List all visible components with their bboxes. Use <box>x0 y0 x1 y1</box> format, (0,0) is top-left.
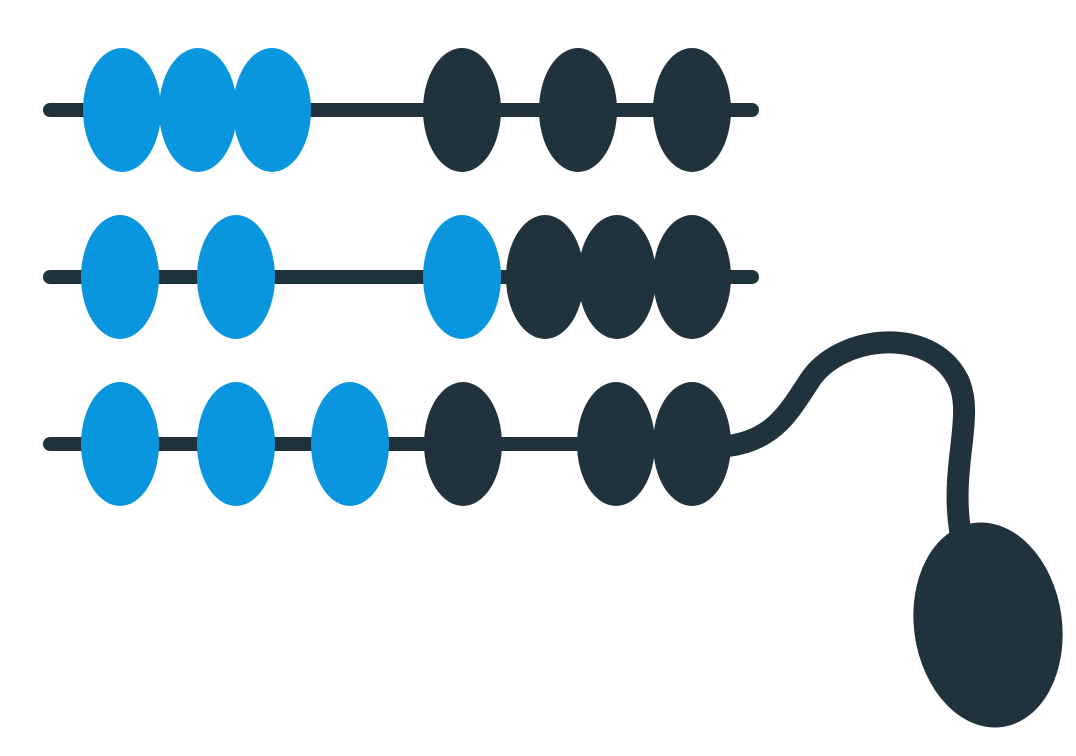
rod-1-bead-3-blue <box>233 48 311 172</box>
mouse-cable <box>717 331 976 541</box>
rod-3-bead-2-blue <box>197 382 275 506</box>
rod-3-bead-3-blue <box>311 382 389 506</box>
rod-2-bead-5-dark <box>578 215 656 339</box>
rod-2-bead-6-dark <box>653 215 731 339</box>
abacus-beads <box>81 48 731 506</box>
rod-3-bead-1-blue <box>81 382 159 506</box>
rod-1-bead-6-dark <box>653 48 731 172</box>
rod-2-bead-1-blue <box>81 215 159 339</box>
rod-2-bead-4-dark <box>506 215 584 339</box>
rod-3-bead-5-dark <box>577 382 655 506</box>
computer-mouse-icon <box>913 522 1063 728</box>
rod-1-bead-2-blue <box>159 48 237 172</box>
rod-1-bead-5-dark <box>539 48 617 172</box>
rod-1-bead-4-dark <box>423 48 501 172</box>
rod-2-bead-3-blue <box>423 215 501 339</box>
rod-1-bead-1-blue <box>83 48 161 172</box>
rod-3-bead-6-dark <box>653 382 731 506</box>
rod-3-bead-4-dark <box>424 382 502 506</box>
rod-2-bead-2-blue <box>197 215 275 339</box>
